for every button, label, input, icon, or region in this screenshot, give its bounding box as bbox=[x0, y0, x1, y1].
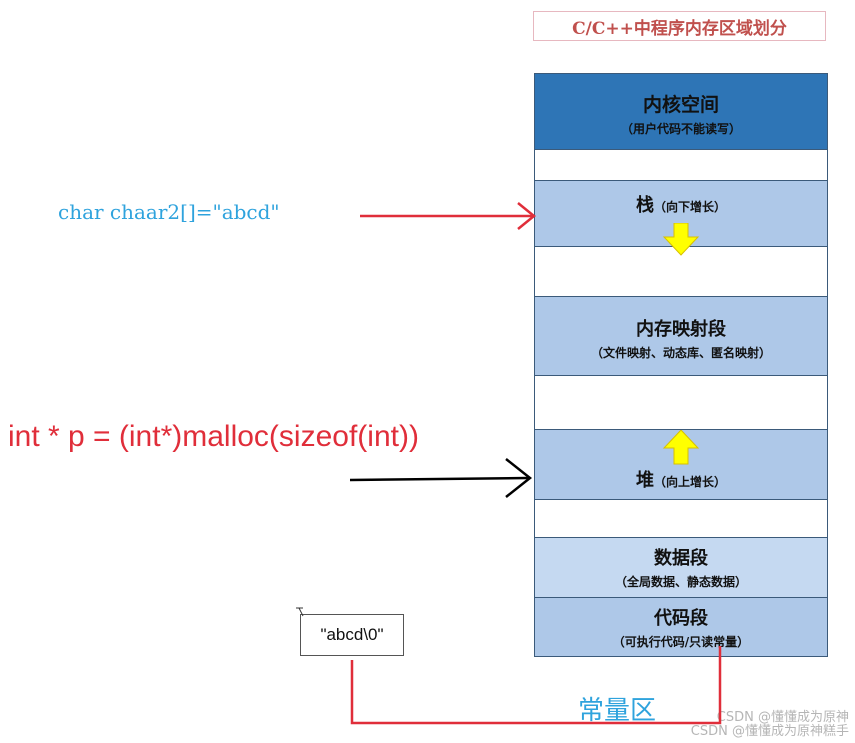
black-arrow-to-heap bbox=[349, 458, 533, 498]
segment-kernel: 内核空间 （用户代码不能读写） bbox=[535, 74, 827, 150]
segment-gap bbox=[535, 247, 827, 297]
segment-stack-title: 栈 bbox=[635, 195, 654, 216]
diagram-title: C/C++中程序内存区域划分 bbox=[533, 11, 826, 41]
segment-gap bbox=[535, 500, 827, 538]
watermark: CSDN @懂懂成为原神糕手 bbox=[690, 724, 849, 739]
segment-data-sub: （全局数据、静态数据） bbox=[614, 575, 747, 589]
segment-mmap-sub: （文件映射、动态库、匿名映射） bbox=[590, 346, 771, 360]
segment-heap: 堆（向上增长） bbox=[535, 430, 827, 500]
segment-code-title: 代码段 bbox=[654, 608, 708, 629]
segment-mmap: 内存映射段 （文件映射、动态库、匿名映射） bbox=[535, 297, 827, 376]
memory-layout-stack: 内核空间 （用户代码不能读写） 栈（向下增长） 内存映射段 （文件映射、动态库、… bbox=[534, 73, 828, 657]
segment-stack: 栈（向下增长） bbox=[535, 181, 827, 256]
segment-stack-sub: （向下增长） bbox=[653, 200, 726, 214]
malloc-label: int * p = (int*)malloc(sizeof(int)) bbox=[8, 420, 419, 453]
segment-heap-title: 堆 bbox=[635, 470, 654, 491]
arrow-up-icon bbox=[662, 430, 700, 465]
segment-heap-sub: （向上增长） bbox=[653, 475, 726, 489]
cursor-mark bbox=[296, 607, 304, 617]
watermark: CSDN @懂懂成为原神 bbox=[716, 710, 849, 725]
segment-gap bbox=[535, 150, 827, 181]
char-array-label: char chaar2[]="abcd" bbox=[58, 200, 280, 224]
arrow-down-icon bbox=[662, 223, 700, 256]
string-literal-box: "abcd\0" bbox=[300, 614, 404, 656]
segment-code-sub: （可执行代码/只读常量） bbox=[612, 635, 750, 649]
segment-data-title: 数据段 bbox=[654, 548, 708, 569]
red-bracket-constant-area bbox=[350, 646, 722, 725]
constant-area-label: 常量区 bbox=[578, 696, 657, 726]
segment-mmap-title: 内存映射段 bbox=[636, 319, 726, 340]
segment-kernel-sub: （用户代码不能读写） bbox=[620, 122, 741, 136]
red-arrow-to-stack bbox=[360, 202, 536, 230]
segment-data: 数据段 （全局数据、静态数据） bbox=[535, 538, 827, 598]
segment-code: 代码段 （可执行代码/只读常量） bbox=[535, 598, 827, 656]
segment-kernel-title: 内核空间 bbox=[642, 94, 719, 116]
